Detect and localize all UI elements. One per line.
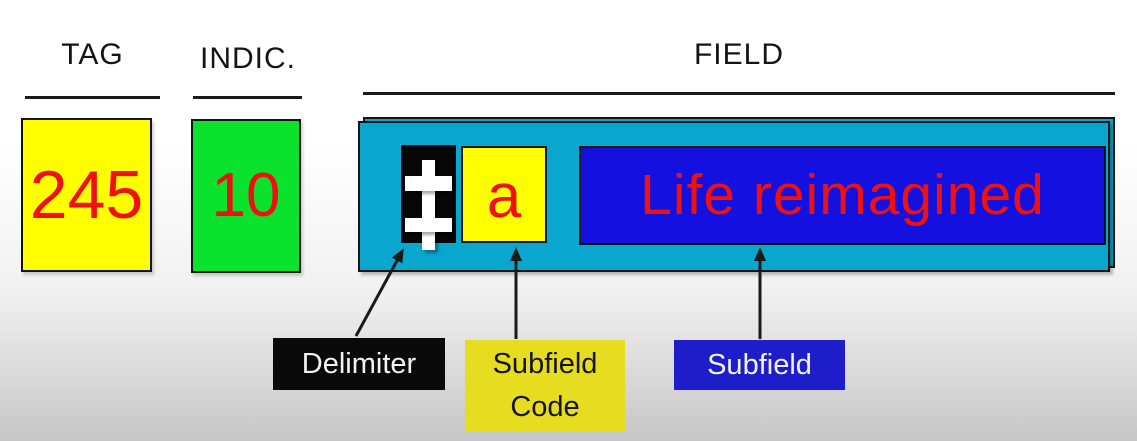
subfield-code-value: a — [486, 161, 522, 231]
tag-underline — [25, 96, 160, 99]
subfield-code-callout: Subfield Code — [465, 340, 625, 431]
field-underline — [363, 92, 1115, 95]
field-header: FIELD — [693, 38, 785, 71]
indicator-box: 10 — [191, 119, 301, 273]
subfield-value: Life reimagined — [640, 163, 1045, 227]
delimiter-callout: Delimiter — [273, 338, 445, 390]
subfield-callout: Subfield — [674, 340, 845, 390]
tag-box: 245 — [21, 118, 152, 272]
indicator-underline — [193, 96, 302, 99]
indicator-header: INDIC. — [200, 42, 296, 75]
subfield-value-box: Life reimagined — [579, 146, 1106, 245]
subfield-code-box: a — [461, 146, 547, 243]
indicator-value: 10 — [211, 161, 281, 230]
tag-header: TAG — [61, 38, 124, 71]
tag-value: 245 — [29, 157, 144, 233]
double-dagger-bottom-crossbar — [405, 218, 452, 232]
double-dagger-top-crossbar — [405, 176, 452, 191]
double-dagger-vertical-bar — [422, 160, 435, 250]
